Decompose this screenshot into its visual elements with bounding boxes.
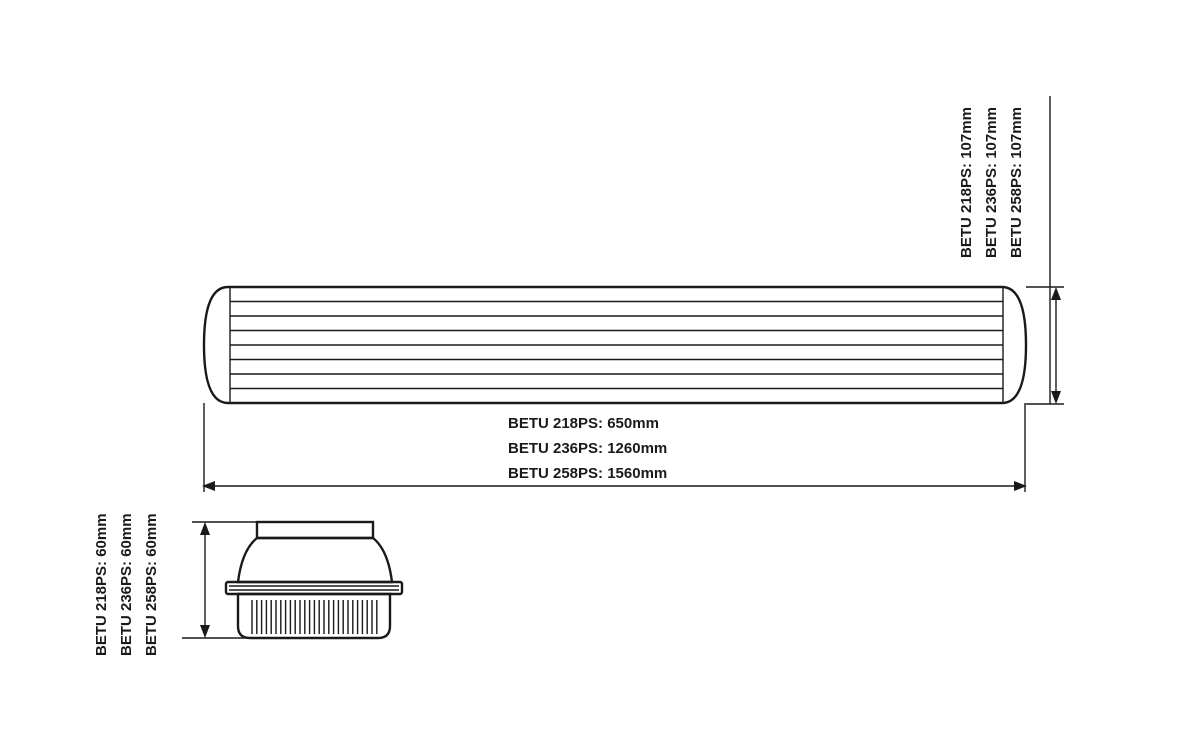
height-label-258: BETU 258PS: 60mm — [143, 513, 160, 656]
fixture-end-view — [224, 520, 404, 640]
length-label-236: BETU 236PS: 1260mm — [508, 440, 667, 457]
width-arrow-bottom — [1051, 391, 1061, 404]
width-label-258: BETU 258PS: 107mm — [1008, 107, 1025, 258]
height-arrow-top — [200, 522, 210, 535]
length-dimension: BETU 218PS: 650mm BETU 236PS: 1260mm BET… — [202, 403, 1027, 492]
height-label-236: BETU 236PS: 60mm — [118, 513, 135, 656]
height-arrow-bottom — [200, 625, 210, 638]
fixture-top-view — [202, 285, 1028, 405]
length-label-258: BETU 258PS: 1560mm — [508, 465, 667, 482]
height-dimension: BETU 218PS: 60mm BETU 236PS: 60mm BETU 2… — [93, 513, 260, 656]
length-arrow-left — [202, 481, 215, 491]
diffuser-end-ribs — [251, 600, 378, 634]
clamp-rim — [224, 580, 404, 596]
length-arrow-right — [1014, 481, 1027, 491]
width-label-218: BETU 218PS: 107mm — [958, 107, 975, 258]
height-label-218: BETU 218PS: 60mm — [93, 513, 110, 656]
width-dimension: BETU 218PS: 107mm BETU 236PS: 107mm BETU… — [958, 96, 1064, 405]
housing-outline — [236, 536, 394, 584]
diffuser-outline — [236, 592, 392, 640]
length-label-218: BETU 218PS: 650mm — [508, 415, 659, 432]
mounting-base — [255, 520, 375, 540]
diffuser-ribs — [230, 300, 1003, 390]
width-label-236: BETU 236PS: 107mm — [983, 107, 1000, 258]
width-arrow-top — [1051, 287, 1061, 300]
fixture-body-outline — [202, 285, 1028, 405]
